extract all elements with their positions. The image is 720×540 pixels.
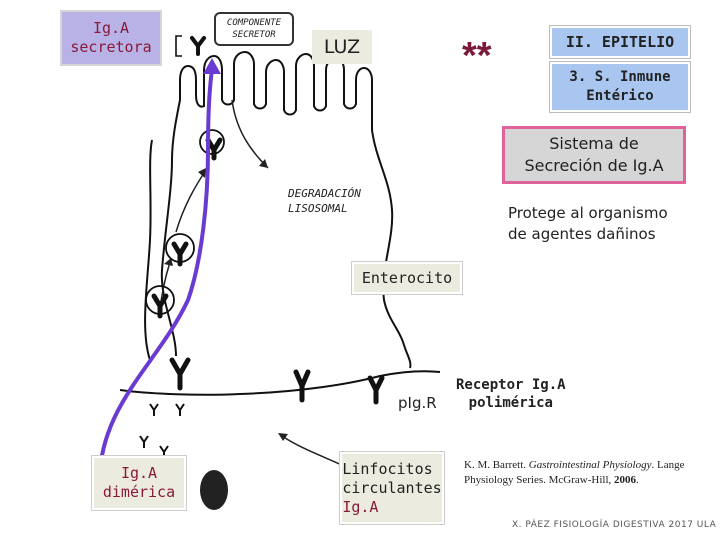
degradation-arrowhead bbox=[259, 159, 268, 168]
iga-molecule bbox=[151, 137, 385, 405]
reference-rest: . Lange Physiology Series. McGraw-Hill, bbox=[464, 459, 685, 486]
enterocito-box: Enterocito bbox=[352, 262, 462, 294]
sistema-label: Sistema de Secreción de Ig.A bbox=[524, 134, 664, 175]
reference-end: . bbox=[636, 474, 639, 486]
lymphocyte-arrow bbox=[281, 435, 345, 467]
iga-secretora-box: Ig.A secretora bbox=[60, 10, 162, 66]
degradacion-label: DEGRADACIÓN LISOSOMAL bbox=[288, 187, 361, 215]
epitelio-box: II. EPITELIO bbox=[550, 26, 690, 58]
plasma-cell bbox=[200, 470, 228, 510]
linfocitos-text: Linfocitos circulantes bbox=[342, 459, 442, 497]
basolateral-boundary bbox=[119, 370, 441, 396]
receptor-label: Receptor Ig.A polimérica bbox=[456, 377, 566, 411]
iga-dimerica-label: Ig.A dimérica bbox=[102, 464, 176, 501]
footer-credit: X. PÁEZ FISIOLOGÍA DIGESTIVA 2017 ULA bbox=[512, 520, 717, 530]
purple-transport-arrow bbox=[98, 69, 214, 471]
linfocitos-box: Linfocitos circulantes Ig.A bbox=[340, 452, 444, 524]
luz-box: LUZ bbox=[312, 30, 372, 64]
reference-author: K. M. Barrett. bbox=[464, 459, 529, 471]
componente-secretor-label: COMPONENTE SECRETOR bbox=[226, 18, 282, 40]
transcytosis-arrow-1 bbox=[175, 169, 207, 233]
linfocitos-label: Linfocitos circulantes Ig.A bbox=[342, 460, 441, 517]
pigr-label: pIg.R bbox=[398, 394, 437, 412]
free-iga-fragments bbox=[139, 403, 185, 458]
sistema-box: Sistema de Secreción de Ig.A bbox=[502, 126, 686, 184]
stars-marker: ** bbox=[462, 35, 492, 77]
componente-secretor-box: COMPONENTE SECRETOR bbox=[214, 12, 294, 46]
luz-label: LUZ bbox=[323, 36, 361, 58]
secretory-component-icon bbox=[190, 36, 206, 56]
degradation-arrow bbox=[231, 99, 269, 169]
immune-label: 3. S. Inmune Entérico bbox=[569, 69, 671, 104]
reference-text: K. M. Barrett. Gastrointestinal Physiolo… bbox=[464, 458, 700, 488]
purple-arrowhead bbox=[203, 58, 221, 74]
lymphocyte-arrowhead bbox=[278, 433, 288, 441]
epitelio-label: II. EPITELIO bbox=[565, 33, 675, 51]
reference-year: 2006 bbox=[614, 474, 637, 486]
reference-title: Gastrointestinal Physiology bbox=[528, 459, 652, 471]
immune-box: 3. S. Inmune Entérico bbox=[550, 62, 690, 112]
transcytosis-arrowhead-1 bbox=[198, 168, 206, 178]
transcytosis-arrowhead-2 bbox=[164, 258, 173, 266]
left-neighbor-cell bbox=[144, 139, 153, 361]
cell-membrane-outline bbox=[160, 50, 412, 369]
iga-dimerica-box: Ig.A dimérica bbox=[92, 456, 186, 510]
enterocito-label: Enterocito bbox=[361, 269, 453, 287]
iga-secretora-label: Ig.A secretora bbox=[70, 19, 152, 56]
linfocitos-iga: Ig.A bbox=[342, 497, 379, 516]
protege-text: Protege al organismo de agentes dañinos bbox=[508, 204, 668, 243]
secretory-bracket bbox=[175, 35, 182, 57]
